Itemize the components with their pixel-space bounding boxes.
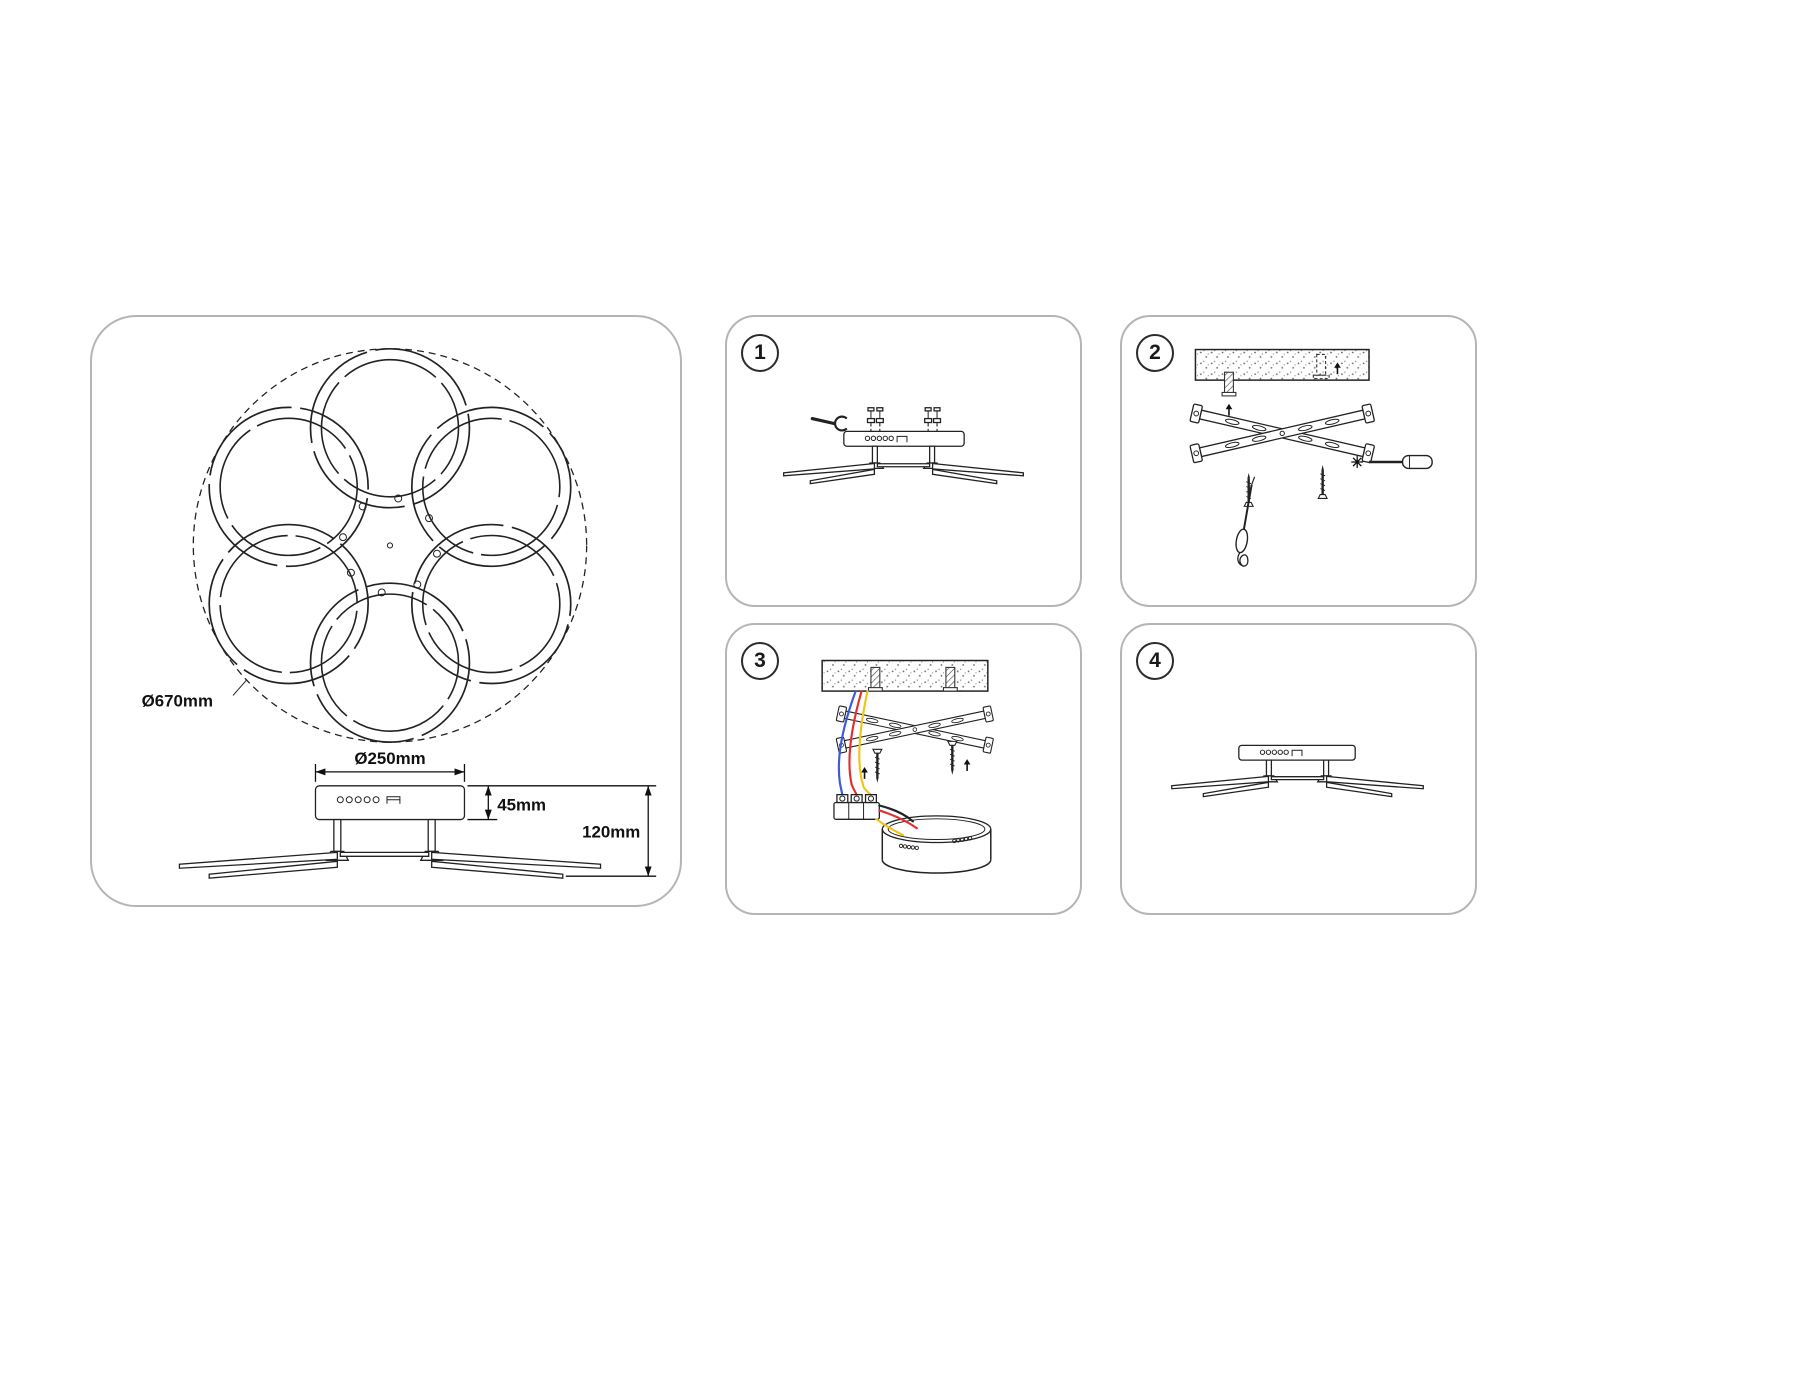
arm (1325, 781, 1393, 798)
step-number-badge: 2 (1136, 334, 1174, 372)
terminal-block (833, 794, 880, 820)
arm (931, 468, 998, 485)
step2-drawing (1189, 348, 1433, 568)
base-housing (1238, 744, 1356, 761)
supply-wires (837, 689, 873, 796)
step-panel-3: 3 (725, 623, 1082, 915)
base-vent-holes (864, 435, 908, 443)
arm (1325, 775, 1424, 790)
base-height-label: 45mm (497, 796, 546, 815)
screwdriver-icon (1369, 454, 1433, 470)
arm (1270, 776, 1325, 781)
base-vent-holes (336, 796, 401, 804)
wall-anchor-dashed-icon (1312, 353, 1342, 380)
step-panel-1: 1 (725, 315, 1082, 607)
stem (333, 818, 342, 853)
step-number-badge: 3 (741, 642, 779, 680)
outer-diameter-label: Ø670mm (142, 691, 213, 710)
step1-drawing (783, 407, 1024, 485)
step-number-badge: 1 (741, 334, 779, 372)
ceiling (821, 659, 989, 692)
led-ring-bottom (309, 582, 471, 743)
screw-icon (1317, 463, 1329, 500)
arm (876, 463, 931, 468)
base-diameter-label: Ø250mm (354, 749, 425, 768)
lamp-wires (875, 804, 918, 837)
canopy-holes (898, 836, 973, 851)
stem (1265, 759, 1273, 777)
overview-panel: Ø670mm (90, 315, 682, 907)
wall-anchor-icon (1221, 371, 1237, 417)
arm (1171, 775, 1270, 790)
screw-icon (871, 748, 883, 784)
wall-anchor-icon (942, 666, 958, 692)
step-panel-4: 4 (1120, 623, 1477, 915)
overview-drawing: Ø670mm (142, 347, 657, 879)
lamp-side-view (178, 785, 602, 879)
arm (931, 462, 1024, 477)
led-ring-top-right (410, 406, 572, 568)
outer-diameter-dimension: Ø670mm (142, 679, 248, 710)
arm (431, 851, 602, 869)
led-ring-bottom-left (208, 523, 369, 685)
lamp-assembled-view (1171, 744, 1424, 798)
arm (1202, 781, 1270, 798)
base-height-dimension: 45mm (467, 785, 546, 821)
ceiling (1194, 348, 1370, 381)
step-number-badge: 4 (1136, 642, 1174, 680)
step-panel-2: 2 (1120, 315, 1477, 607)
arm (431, 860, 564, 879)
arm (809, 468, 876, 485)
screw-icon (932, 407, 942, 432)
screw-icon (866, 407, 876, 432)
mounting-holes (339, 494, 441, 597)
step4-drawing (1171, 744, 1424, 798)
base-housing (314, 785, 466, 821)
screw-icon (946, 740, 958, 777)
screw-icon (924, 407, 933, 432)
lamp-top-view (192, 347, 588, 743)
arm (783, 462, 876, 477)
canopy (881, 815, 992, 874)
led-ring-top-left (208, 406, 369, 568)
screw-icon (875, 407, 884, 432)
base-housing (843, 430, 965, 447)
arm (208, 860, 338, 879)
canopy-screws (860, 740, 972, 784)
arm (178, 851, 338, 869)
base-vent-holes (1259, 749, 1303, 757)
phillips-cross-icon (1351, 456, 1364, 468)
step3-drawing (821, 659, 995, 874)
arm (339, 851, 430, 857)
total-height-dimension: 120mm (467, 785, 657, 877)
wrench-icon (810, 415, 848, 432)
led-ring-bottom-right (410, 523, 572, 685)
up-arrow-icon (962, 758, 972, 772)
led-ring-top (309, 347, 471, 509)
mounting-screws (1243, 463, 1329, 508)
awl-icon (1235, 476, 1256, 568)
wall-anchor-icon (867, 666, 883, 692)
fastener-screws (866, 407, 942, 432)
total-height-label: 120mm (582, 822, 640, 841)
mounting-brackets-crossed (1189, 403, 1376, 464)
stem (427, 818, 436, 853)
stem (871, 445, 879, 464)
stem (928, 445, 936, 464)
base-diameter-dimension: Ø250mm (314, 749, 466, 782)
lamp-base-side-view (783, 430, 1024, 485)
center-hole (386, 542, 394, 549)
up-arrow-icon (1224, 403, 1234, 417)
stem (1323, 759, 1330, 777)
